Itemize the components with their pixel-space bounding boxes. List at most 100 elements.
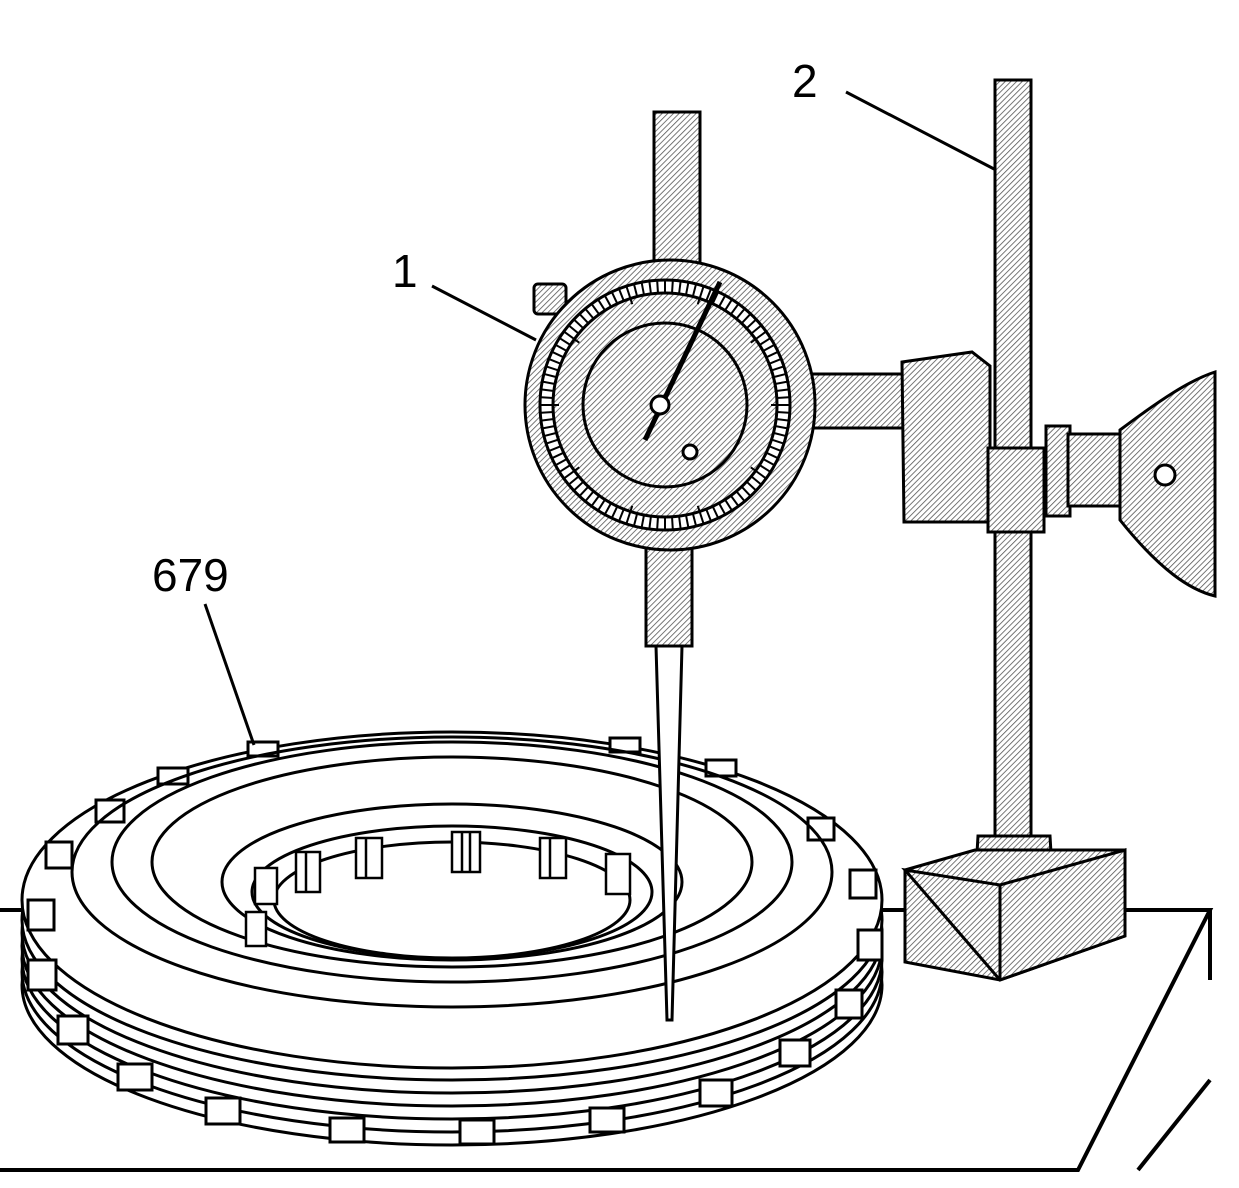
dial-tick [774,380,787,385]
dial-tick [745,480,757,491]
dial-tick [633,513,639,526]
dial-tick [541,411,554,414]
revolution-counter [681,443,699,461]
dial-tick [544,431,557,437]
dial-tick [546,438,559,445]
dial-tick [640,283,645,296]
dial-tick [705,508,712,521]
dial-tick [718,295,726,308]
dial-tick [759,337,771,346]
dial-tick [579,485,590,497]
dial-tick [656,516,659,529]
dial-tick [724,299,733,311]
dial-tick [573,480,585,491]
clutch-pack [20,730,884,1147]
dial-tick [776,396,789,399]
dial-tick [568,325,580,335]
dial-tick [671,281,674,294]
dial-tick [564,331,580,344]
dial-tick [597,299,606,311]
dial-tick [633,284,639,297]
dial-tick [711,292,719,305]
dial-tick [765,451,778,459]
dial-tick [568,475,580,485]
dial-tick [768,358,781,365]
indicator-upper-stem [652,110,702,272]
dial-tick [740,485,751,497]
dial-tick [740,313,751,325]
dial-tick [711,505,719,518]
dial-tick [762,458,775,466]
dial-tick [735,308,745,320]
dial-tick [685,514,690,527]
dial-tick [724,499,733,511]
dial-tick [678,281,682,295]
callout-label-stand-post: 2 [792,55,818,107]
roller-cage-rollers [244,830,632,948]
dial-tick [771,438,784,445]
dial-tick [765,351,778,359]
dial-tick [735,490,745,502]
magnetic-base [901,848,1127,982]
dial-tick [773,431,786,437]
dial-tick [604,295,612,308]
dial-tick [776,411,789,414]
dial-tick [656,281,659,294]
dial-tick [648,281,652,295]
dial-tick [685,283,690,296]
dial-tick [771,365,784,372]
dial-tick [559,337,571,346]
dial-tick [696,286,705,305]
dial-tick [750,466,766,479]
holder-arm [798,350,1217,598]
dial-tick [541,388,555,392]
dial-tick [625,286,634,305]
dial-tick [730,495,739,506]
indicator-plunger [644,546,694,1022]
dial-tick [544,373,557,379]
dial-tick [543,425,556,430]
dial-tick [573,319,585,330]
clutch-ring [70,735,834,1009]
dial-indicator [523,258,817,552]
dial-tick [579,313,590,325]
dial-tick [750,475,762,485]
dial-tick [543,380,556,385]
dial-tick [775,418,789,422]
leader-lines [203,90,997,746]
dial-tick [604,502,612,515]
dial-tick [585,308,595,320]
dial-tick [775,388,789,392]
dial-tick [750,331,766,344]
dial-tick [730,304,739,315]
dial-tick [678,515,682,529]
dial-tick [691,284,697,297]
needle-hub [649,394,671,416]
dial-ticks [541,281,789,529]
dial-tick [718,502,726,515]
dial-tick [696,505,705,524]
dial-tick [745,319,757,330]
dial-tick [559,464,571,473]
dial-tick [549,358,562,365]
dial-tick [625,505,634,524]
dial-tick [759,464,771,473]
dial-tick [762,344,775,352]
dial-tick [773,373,786,379]
dial-tick [555,344,568,352]
dial-tick [546,365,559,372]
dial-tick [750,325,762,335]
dial-tick [691,513,697,526]
dial-tick [611,505,619,518]
dial-tick [774,425,787,430]
dial-tick [552,351,565,359]
dial-tick [640,514,645,527]
dial-tick [705,289,712,302]
dial-tick [541,396,554,399]
dial-tick [671,516,674,529]
dial-tick [618,289,625,302]
callout-label-clutch-pack: 679 [152,549,229,601]
dial-tick [552,451,565,459]
